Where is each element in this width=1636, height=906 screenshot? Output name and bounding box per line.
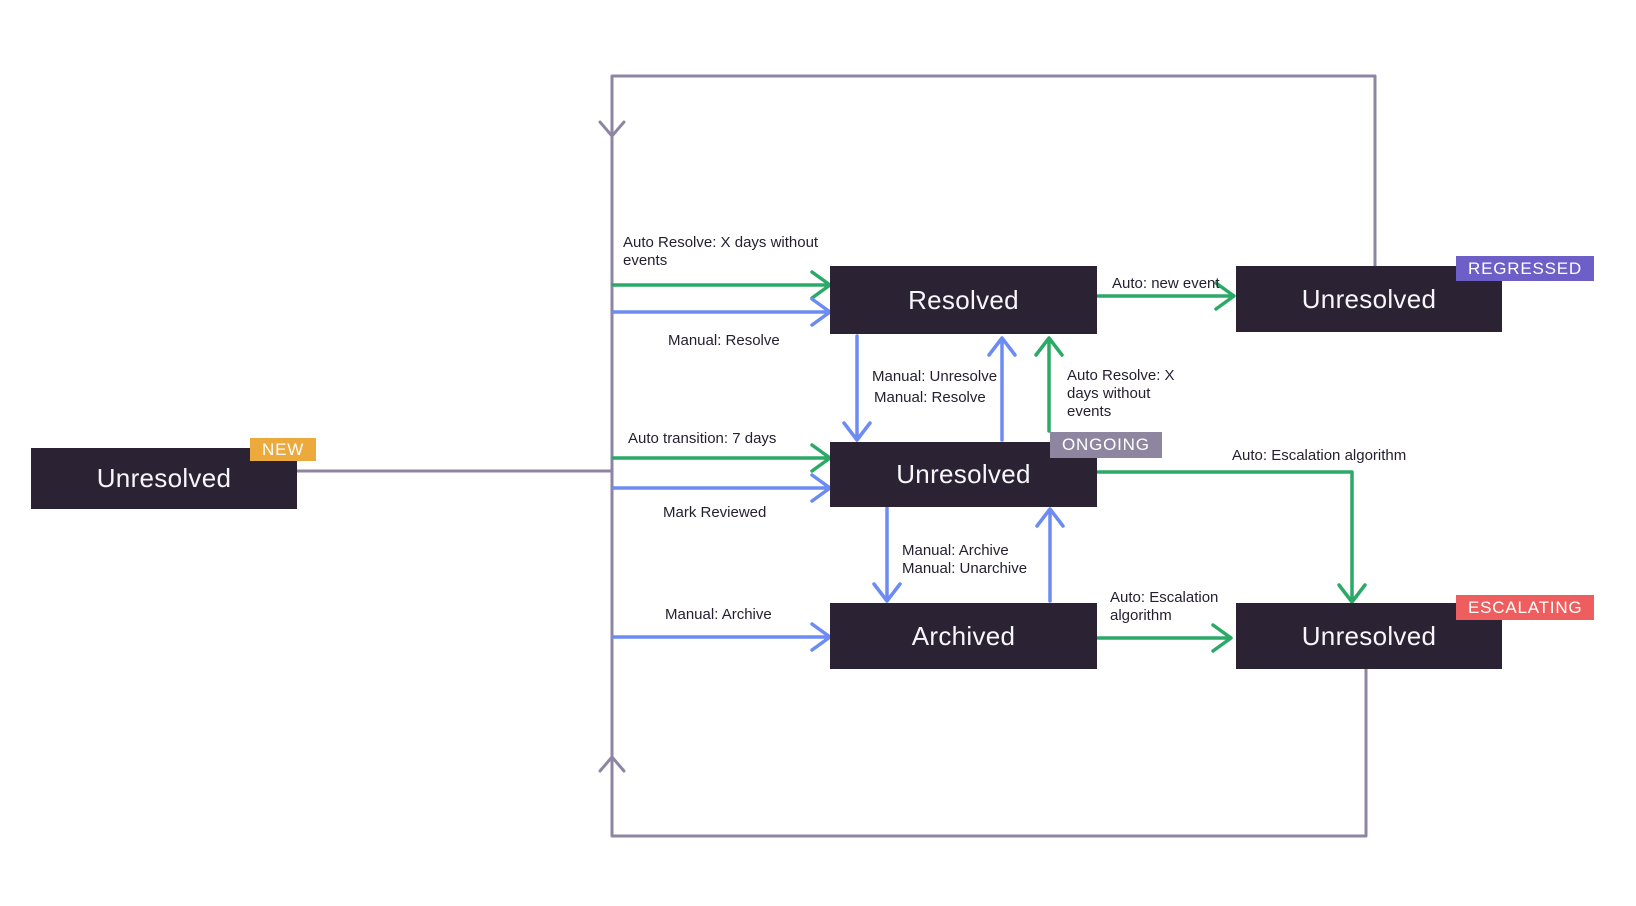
badge-regressed: REGRESSED <box>1456 256 1594 281</box>
edge-label-manual-resolve-mid: Manual: Resolve <box>874 389 986 406</box>
arrow-mark-reviewed <box>611 473 832 503</box>
loop-outline <box>610 74 1377 838</box>
state-label: Archived <box>911 620 1016 651</box>
edge-label-auto-transition: Auto transition: 7 days <box>628 430 777 447</box>
arrow-auto-transition <box>611 443 832 473</box>
state-box-unresolved-escalating: Unresolved <box>1236 603 1502 669</box>
state-label: Unresolved <box>96 463 232 493</box>
arrow-manual-archive-bottom <box>611 622 832 652</box>
badge-escalating: ESCALATING <box>1456 595 1595 620</box>
arrow-auto-resolve-from-ongoing <box>1034 336 1064 433</box>
edge-label-auto-resolve-from-ongoing: Auto Resolve: X days without events <box>1067 367 1175 420</box>
loop-arrowhead-up-icon <box>598 755 626 773</box>
state-box-resolved: Resolved <box>830 266 1097 334</box>
edge-label-manual-unresolve: Manual: Unresolve <box>872 368 998 385</box>
edge-label-manual-resolve-to-resolved: Manual: Resolve <box>668 332 780 349</box>
state-label: Resolved <box>908 284 1019 315</box>
loop-arrowhead-down-icon <box>598 120 626 138</box>
arrow-auto-new-event <box>1096 281 1236 311</box>
arrow-manual-unresolve <box>842 334 872 442</box>
edge-label-auto-new-event: Auto: new event <box>1112 275 1220 292</box>
arrow-manual-resolve-mid <box>987 336 1017 442</box>
badge-ongoing: ONGOING <box>1050 432 1162 458</box>
state-label: Unresolved <box>1301 283 1437 314</box>
edge-label-manual-archive-bottom: Manual: Archive <box>665 606 772 623</box>
edge-label-auto-resolve-to-resolved: Auto Resolve: X days without events <box>623 234 819 269</box>
edge-label-auto-escalation-from-ongoing: Auto: Escalation algorithm <box>1232 447 1407 464</box>
edge-label-manual-archive-mid: Manual: Archive <box>902 542 1009 559</box>
edge-label-auto-escalation-from-archived: Auto: Escalation algorithm <box>1110 589 1219 624</box>
arrow-auto-resolve-to-resolved <box>611 270 832 300</box>
arrow-manual-archive-mid <box>872 506 902 603</box>
edge-label-mark-reviewed: Mark Reviewed <box>663 504 767 521</box>
arrow-auto-escalation-from-ongoing <box>1096 470 1367 604</box>
state-label: Unresolved <box>896 459 1031 489</box>
arrow-manual-unarchive <box>1035 507 1065 603</box>
arrow-manual-resolve-to-resolved <box>611 297 832 327</box>
state-label: Unresolved <box>1301 620 1437 651</box>
arrow-auto-escalation-from-archived <box>1096 623 1233 653</box>
edge-label-manual-unarchive: Manual: Unarchive <box>902 560 1028 577</box>
state-box-unresolved-ongoing: Unresolved <box>830 442 1097 507</box>
state-box-archived: Archived <box>830 603 1097 669</box>
badge-new: NEW <box>250 438 317 461</box>
